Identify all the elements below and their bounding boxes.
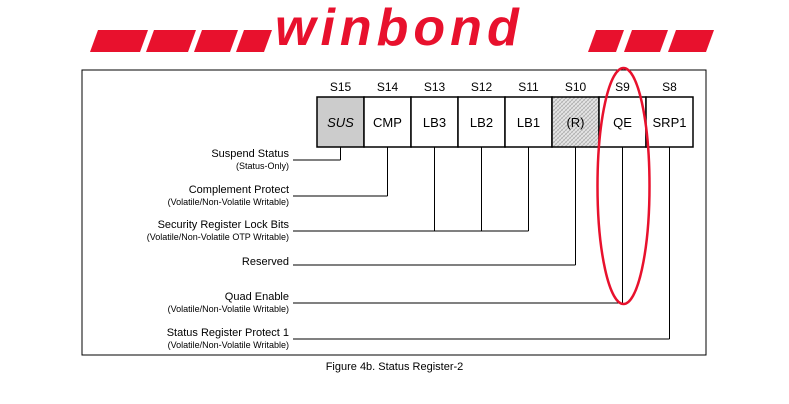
field-subtitle: (Volatile/Non-Volatile Writable) [168,340,289,350]
field-title: Complement Protect [189,184,289,196]
logo-stripe [668,30,714,52]
bit-name: LB1 [517,115,540,130]
leader-lines [293,147,670,340]
field-title: Quad Enable [225,291,289,303]
field-title: Status Register Protect 1 [167,327,289,339]
field-subtitle: (Volatile/Non-Volatile Writable) [168,304,289,314]
field-subtitle: (Volatile/Non-Volatile OTP Writable) [147,232,289,242]
field-title: Reserved [242,256,289,268]
diagram-frame [81,69,707,356]
field-title: Suspend Status [211,148,289,160]
bit-number-label: S9 [615,80,630,94]
winbond-logo [90,30,714,52]
bit-name: (R) [566,115,584,130]
field-labels: Suspend Status(Status-Only) Complement Pr… [147,148,290,350]
logo-stripe [146,30,196,52]
field-subtitle: (Volatile/Non-Volatile Writable) [168,197,289,207]
bit-cell [598,96,647,148]
logo-wordmark: winbond [275,0,524,57]
figure-caption: Figure 4b. Status Register-2 [325,361,464,373]
bit-name: QE [613,115,632,130]
logo-stripe [90,30,148,52]
bit-number-label: S12 [471,80,493,94]
bit-name: LB3 [423,115,446,130]
bit-cell [504,96,553,148]
bit-number-label: S14 [377,80,399,94]
bit-name: SRP1 [653,115,687,130]
bit-number-label: S8 [662,80,677,94]
field-title: Security Register Lock Bits [158,219,290,231]
qe-highlight-ellipse [596,66,651,306]
logo-stripe [588,30,624,52]
logo-stripe [194,30,238,52]
bit-number-label: S11 [518,80,539,94]
bit-number-label: S15 [330,80,352,94]
bit-name: LB2 [470,115,493,130]
bit-cell [551,96,600,148]
highlight-layer [596,66,651,306]
logo-stripe [236,30,272,52]
bit-number-label: S13 [424,80,446,94]
bit-name: CMP [373,115,402,130]
field-subtitle: (Status-Only) [236,161,289,171]
bit-name: SUS [327,115,354,130]
logo-stripe [624,30,668,52]
logo-stripes [90,30,272,52]
bit-number-label: S10 [565,80,587,94]
logo-stripes-right [588,30,714,52]
